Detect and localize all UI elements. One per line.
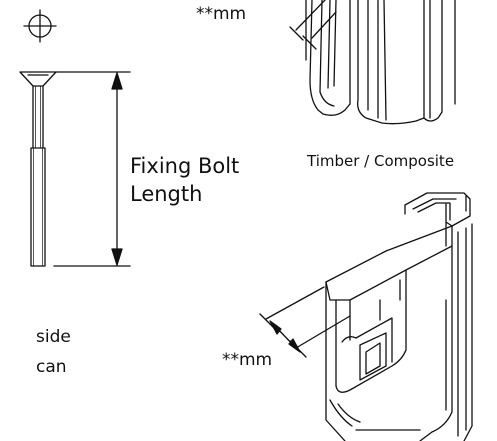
bottom-frame-profile [325,192,473,441]
top-frame-profile [305,0,456,125]
top-depth-label: **mm [196,4,247,24]
bolt-length-dimension [53,71,131,267]
bottom-depth-dimension [259,286,351,358]
left-text-fragment-line2: can [36,357,67,377]
fixing-bolt-drawing [19,71,57,267]
fixing-bolt-label-line2: Length [130,182,203,206]
bottom-depth-label: **mm [222,350,273,370]
timber-composite-caption: Timber / Composite [307,152,455,170]
fixing-bolt-label-line1: Fixing Bolt [130,154,240,178]
left-text-fragment-line1: side [36,327,71,347]
crosshair-icon [23,9,57,43]
top-depth-dimension [289,0,337,50]
